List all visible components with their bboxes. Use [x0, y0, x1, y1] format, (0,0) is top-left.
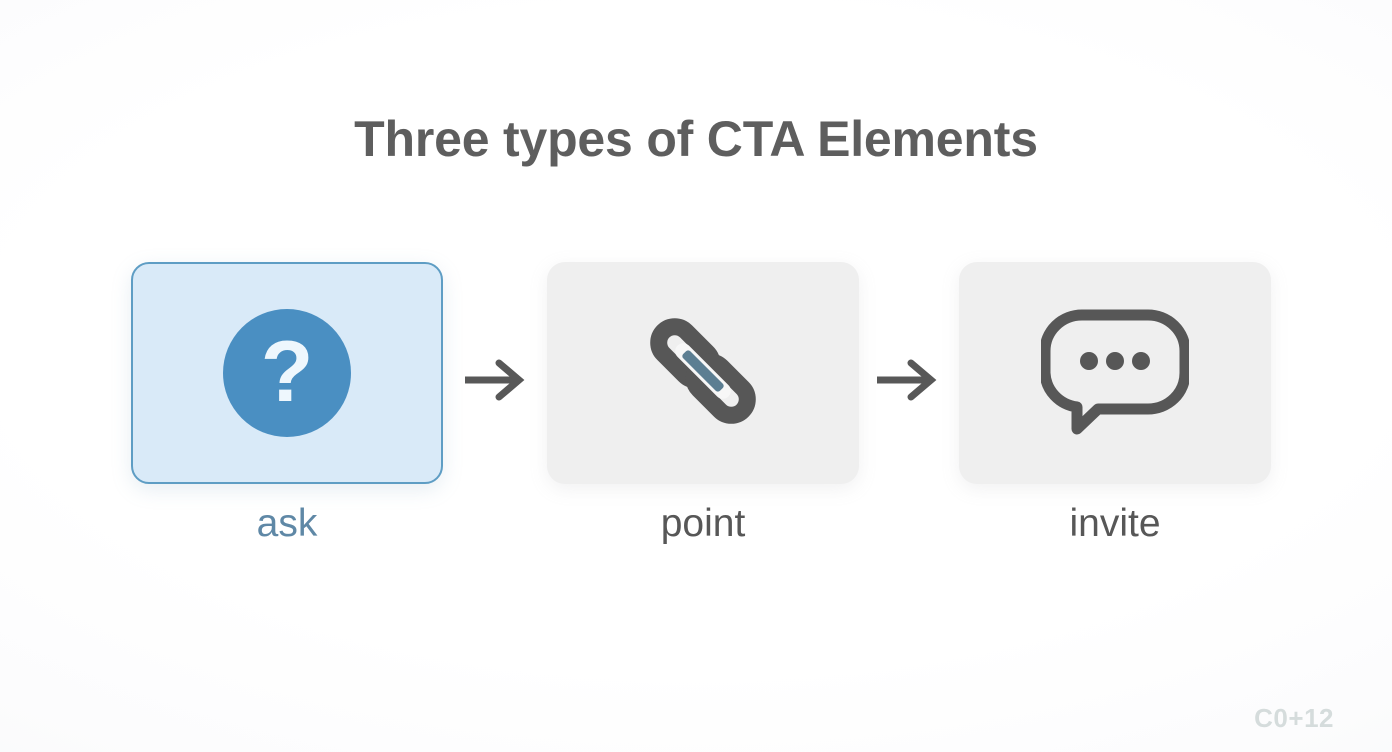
cta-elements-row: ? ask: [0, 262, 1392, 562]
cta-card-point-label: point: [660, 502, 746, 545]
svg-text:?: ?: [261, 324, 314, 420]
cta-card-invite-tile[interactable]: [959, 262, 1271, 484]
cta-card-invite-label: invite: [1069, 502, 1161, 545]
cta-card-ask[interactable]: ? ask: [131, 262, 445, 543]
link-chain-icon: [633, 301, 773, 446]
page-title: Three types of CTA Elements: [354, 111, 1038, 167]
cta-card-point[interactable]: point: [547, 262, 861, 543]
arrow-ask-to-point-icon: [460, 356, 530, 404]
question-mark-circle-icon: ?: [223, 309, 351, 437]
cta-card-ask-label: ask: [256, 502, 318, 545]
cta-card-invite[interactable]: invite: [959, 262, 1273, 543]
watermark: C0+12: [1254, 703, 1334, 733]
cta-card-ask-tile[interactable]: ?: [131, 262, 443, 484]
cta-card-point-tile[interactable]: [547, 262, 859, 484]
chat-bubble-dots-icon: [1039, 303, 1191, 444]
arrow-point-to-invite-icon: [872, 356, 942, 404]
